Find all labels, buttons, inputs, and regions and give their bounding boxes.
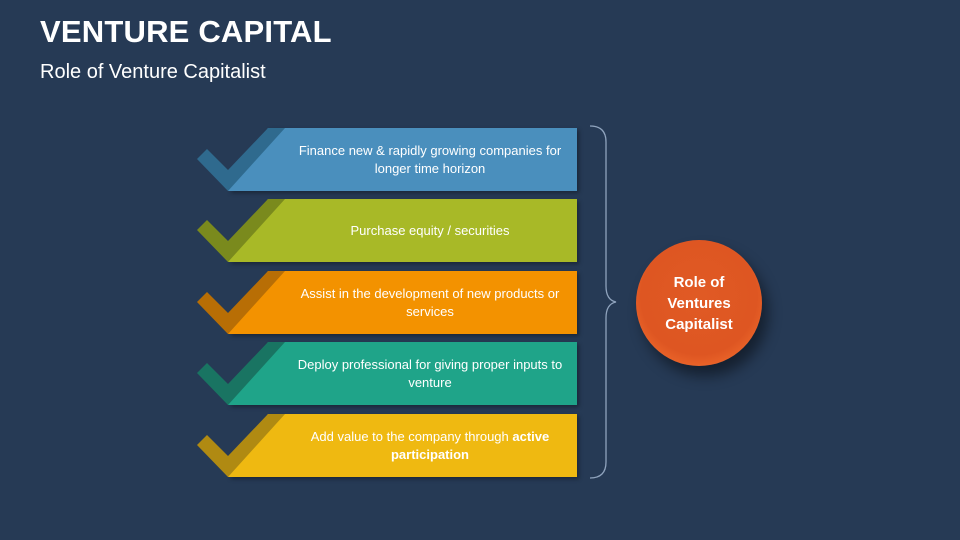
- item-text: Finance new & rapidly growing companies …: [298, 143, 562, 176]
- role-center-label: Role of Ventures Capitalist: [665, 273, 733, 333]
- checkmark-icon: [197, 199, 577, 262]
- list-item: Deploy professional for giving proper in…: [190, 342, 580, 408]
- curly-brace-icon: [589, 125, 617, 479]
- checkmark-icon: [197, 128, 577, 191]
- item-text: Add value to the company through active …: [310, 429, 550, 462]
- list-item: Assist in the development of new product…: [190, 271, 580, 337]
- role-center-circle: Role of Ventures Capitalist: [636, 240, 762, 366]
- checkmark-icon: [197, 414, 577, 477]
- checkmark-icon: [197, 271, 577, 334]
- list-item: Add value to the company through active …: [190, 414, 580, 480]
- list-item: Finance new & rapidly growing companies …: [190, 128, 580, 194]
- slide-subtitle: Role of Venture Capitalist: [40, 61, 266, 83]
- list-item: Purchase equity / securities: [190, 199, 580, 265]
- item-text: Purchase equity / securities: [350, 223, 510, 238]
- slide-title: VENTURE CAPITAL: [40, 14, 332, 49]
- item-text: Assist in the development of new product…: [300, 286, 560, 319]
- item-text: Deploy professional for giving proper in…: [297, 357, 563, 390]
- checkmark-icon: [197, 342, 577, 405]
